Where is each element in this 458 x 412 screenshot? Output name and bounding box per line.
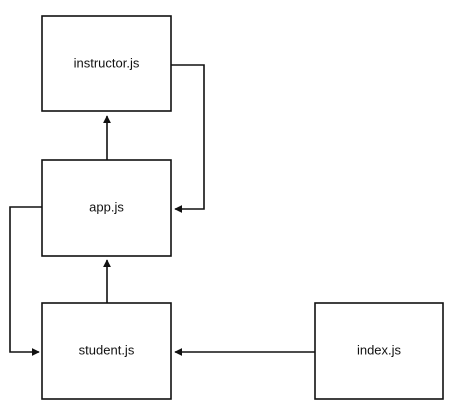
edge-instructor-to-app — [171, 64, 205, 213]
node-instructor-box — [41, 15, 172, 112]
node-student-box — [41, 302, 172, 400]
node-index: index.js — [314, 302, 444, 400]
node-app-label: app.js — [89, 199, 124, 214]
node-index-label: index.js — [357, 342, 402, 357]
node-app: app.js — [41, 159, 172, 257]
node-app-box — [41, 159, 172, 257]
node-student-label: student.js — [79, 342, 135, 357]
node-index-box — [314, 302, 444, 400]
node-instructor: instructor.js — [41, 15, 172, 112]
node-student: student.js — [41, 302, 172, 400]
edge-app-to-student — [9, 206, 42, 356]
node-instructor-label: instructor.js — [74, 55, 140, 70]
